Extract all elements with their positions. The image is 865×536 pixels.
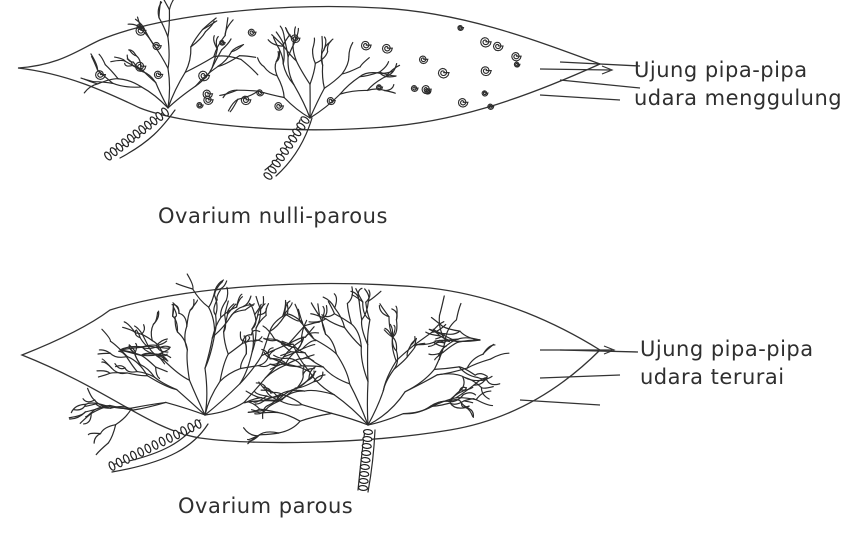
- bottom-ovary-outline: [22, 284, 600, 443]
- top-annotation-line1: Ujung pipa-pipa: [634, 58, 808, 82]
- top-annotation-line2: udara menggulung: [634, 86, 842, 110]
- top-caption: Ovarium nulli-parous: [158, 204, 388, 228]
- bottom-caption: Ovarium parous: [178, 494, 353, 518]
- bottom-ovary: [22, 274, 638, 492]
- bottom-trachea-hatching: [108, 419, 373, 491]
- top-arrow: [540, 69, 610, 70]
- bottom-tracheole-network: [69, 274, 509, 455]
- bottom-annotation-line1: Ujung pipa-pipa: [640, 337, 814, 361]
- top-trachea-hatching: [103, 107, 310, 181]
- bottom-annotation-line2: udara terurai: [640, 365, 785, 389]
- top-ovary: [18, 0, 640, 180]
- top-tracheole-network: [81, 0, 400, 118]
- top-ovary-outline: [18, 7, 600, 130]
- top-coiled-tips: [96, 24, 521, 110]
